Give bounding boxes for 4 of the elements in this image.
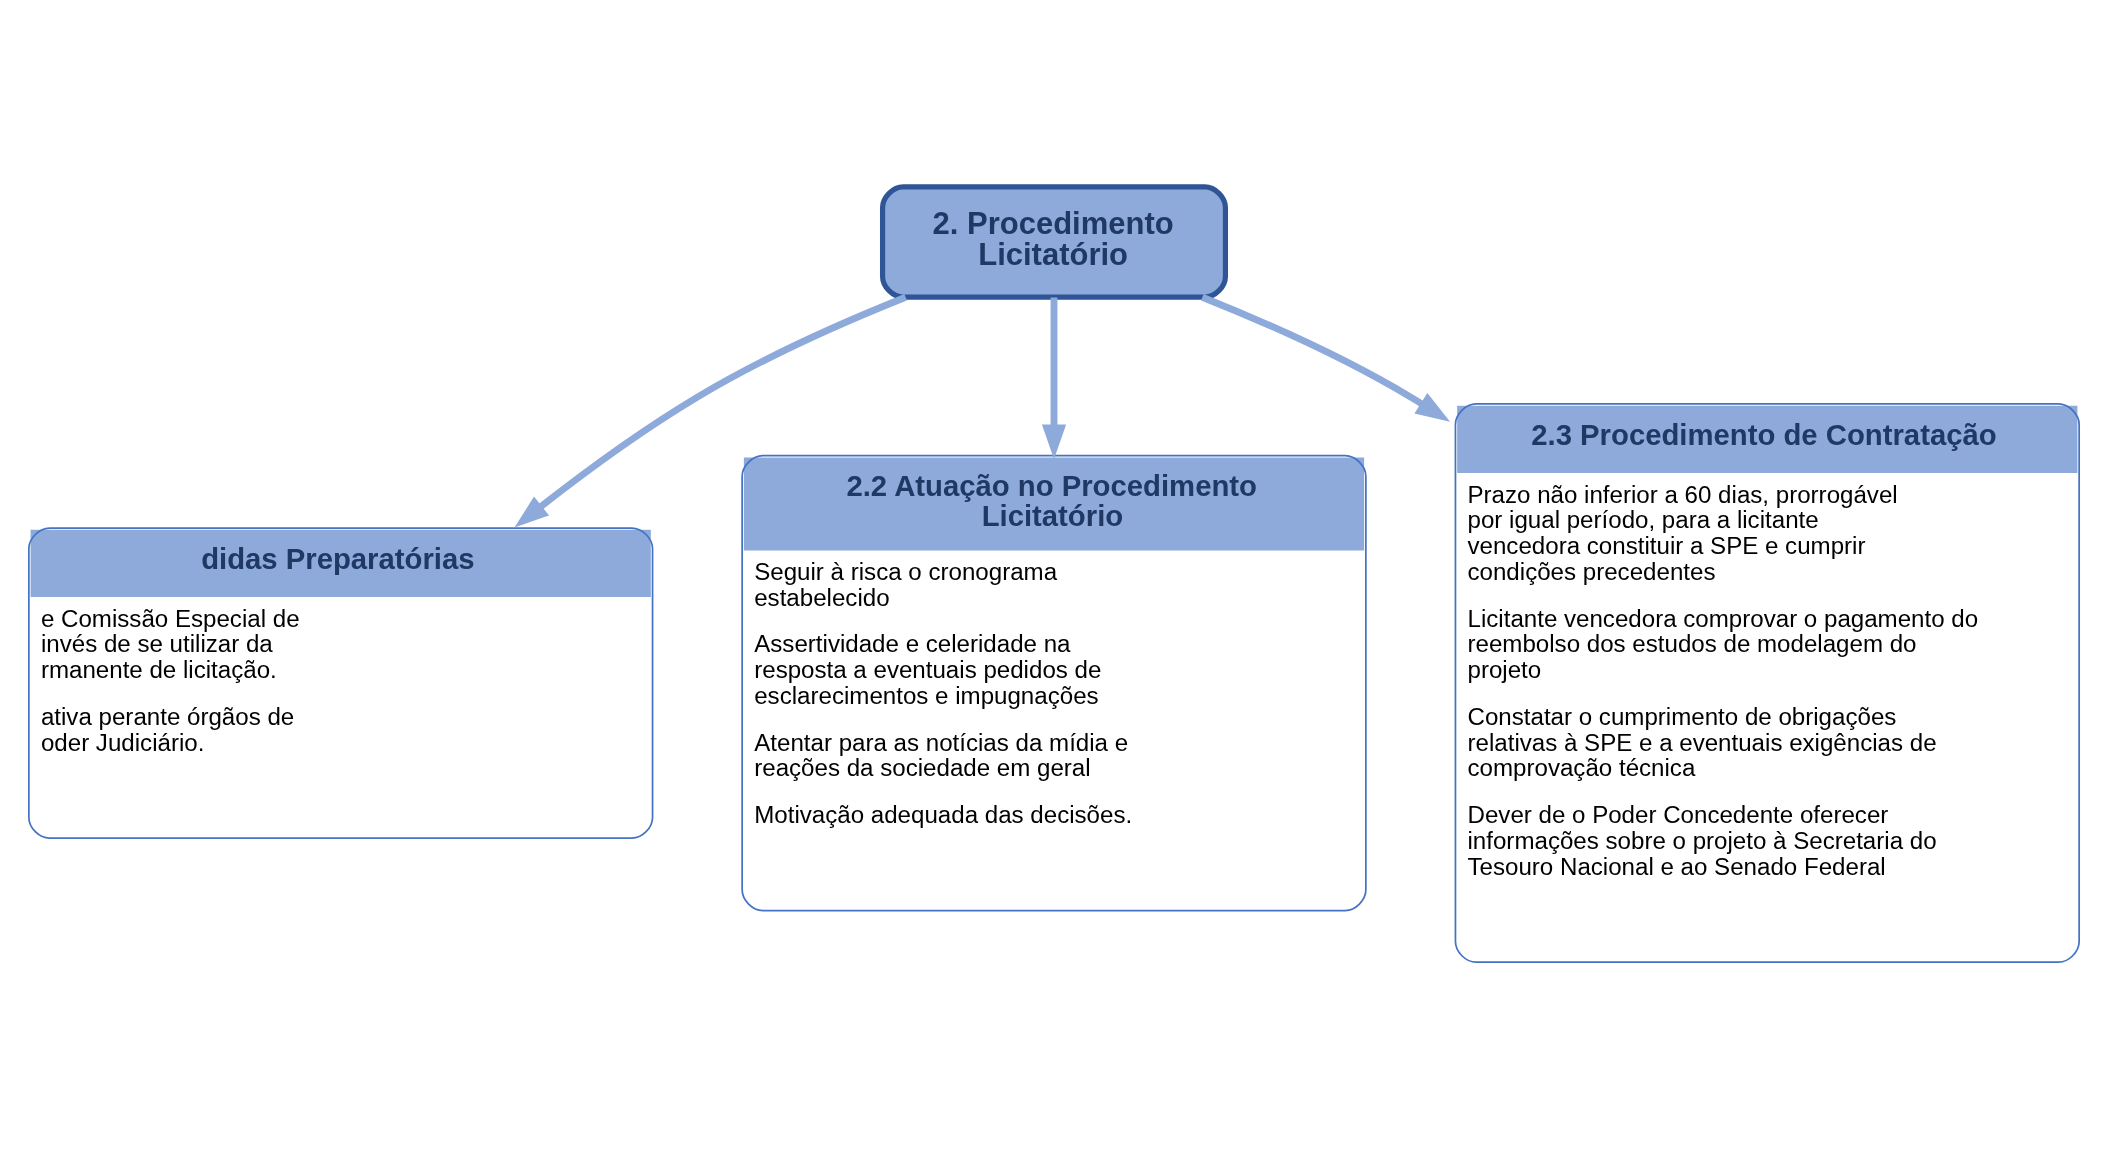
node-box: 2. Procedimento Licitatório xyxy=(880,183,1228,300)
arrow xyxy=(514,293,907,527)
arrow xyxy=(1201,293,1451,422)
arrow xyxy=(1041,296,1067,459)
